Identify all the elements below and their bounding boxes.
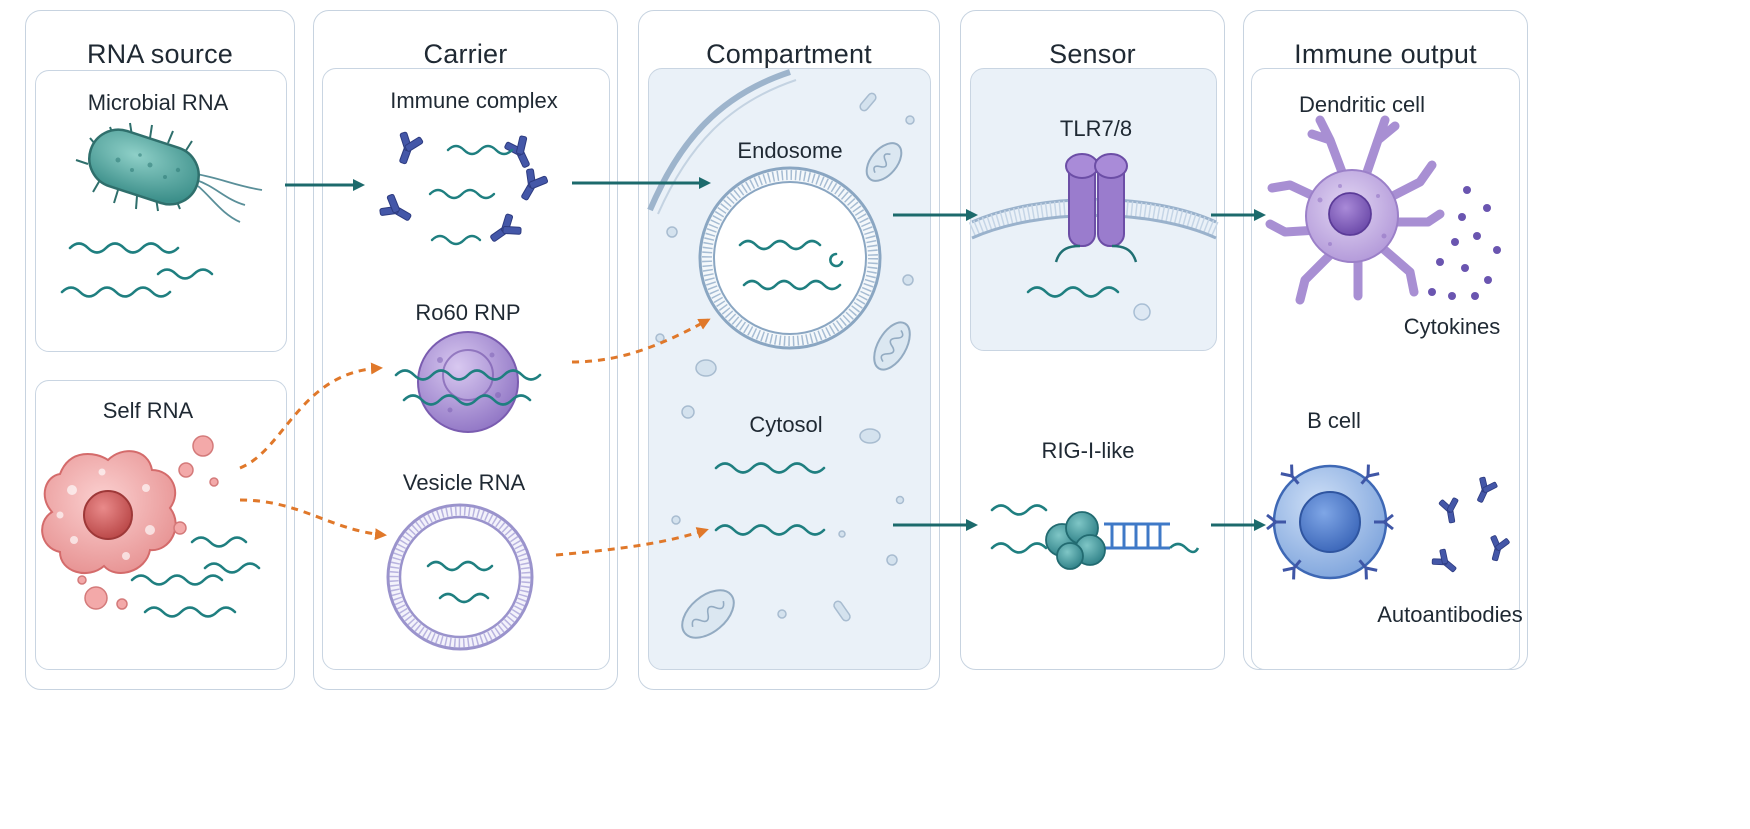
label-self-rna: Self RNA [102,398,194,423]
label-immune-complex: Immune complex [390,88,558,113]
b-cell-icon [1265,463,1395,581]
self-rna-strands [130,536,261,618]
endosome-icon [698,166,882,350]
panel-immune-output [1251,68,1520,670]
bacterium-icon [75,122,263,223]
cell-membrane [647,69,797,215]
label-dendritic-cell: Dendritic cell [1299,92,1425,117]
organelles [655,92,915,622]
label-vesicle-rna: Vesicle RNA [402,470,526,495]
dendritic-cell-icon [1265,115,1445,305]
rig-i-helicase-icon [990,504,1200,570]
antibody-icon [376,129,551,251]
column-title-rna-source: RNA source [86,39,234,69]
label-endosome: Endosome [737,138,843,163]
column-title-immune-output: Immune output [1294,39,1477,69]
mitochondrion-icon [681,142,911,639]
self-cell-icon [41,435,219,610]
vesicle-icon [386,503,534,651]
cytokine-dots [1428,186,1501,300]
label-cytokines: Cytokines [1403,314,1501,339]
microbial-rna-strands [60,242,214,298]
tlr-receptor-icon [1054,153,1138,263]
dashed-arrows [239,318,711,557]
column-title-compartment: Compartment [706,39,872,69]
label-rig-i-like: RIG-I-like [1041,438,1135,463]
solid-arrows [285,177,1266,531]
label-ro60-rnp: Ro60 RNP [415,300,521,325]
tlr-rna [1026,286,1120,298]
ro60-rnp-icon [394,331,542,433]
label-microbial-rna: Microbial RNA [87,90,229,115]
label-b-cell: B cell [1307,408,1361,433]
label-autoantibodies: Autoantibodies [1377,602,1523,627]
column-title-sensor: Sensor [1049,39,1136,69]
label-cytosol: Cytosol [749,412,823,437]
autoantibodies [1429,474,1512,579]
panel-microbial-rna [35,70,287,352]
label-tlr78: TLR7/8 [1059,116,1133,141]
cytosol-rna [714,462,826,536]
tlr-vesicle-dot [1133,303,1151,321]
immune-complex-rna [428,144,514,246]
column-title-carrier: Carrier [423,39,508,69]
